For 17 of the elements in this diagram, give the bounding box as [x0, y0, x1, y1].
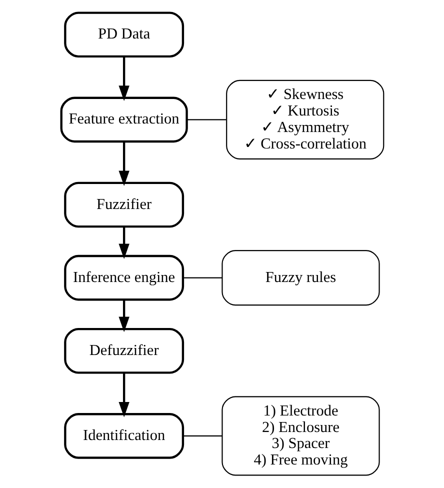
node-box: Defuzzifier	[64, 328, 184, 374]
node-box: Fuzzifier	[64, 182, 184, 228]
arrow	[118, 372, 129, 418]
node-box: PD Data	[64, 12, 184, 58]
node-box: Feature extraction	[60, 96, 188, 143]
arrow	[118, 226, 129, 260]
connector	[186, 119, 226, 120]
node-box: Fuzzy rules	[221, 250, 380, 306]
connector	[182, 435, 222, 436]
node-box: Identification	[64, 413, 184, 459]
arrow	[118, 56, 129, 101]
node-box: Inference engine	[64, 254, 184, 301]
arrow	[118, 300, 129, 332]
arrow	[118, 142, 129, 186]
connector	[182, 277, 222, 278]
node-box: ✓ Skewness ✓ Kurtosis ✓ Asymmetry ✓ Cross-correlation	[226, 80, 384, 160]
node-box: 1) Electrode 2) Enclosure 3) Spacer 4) Free moving	[221, 396, 380, 476]
